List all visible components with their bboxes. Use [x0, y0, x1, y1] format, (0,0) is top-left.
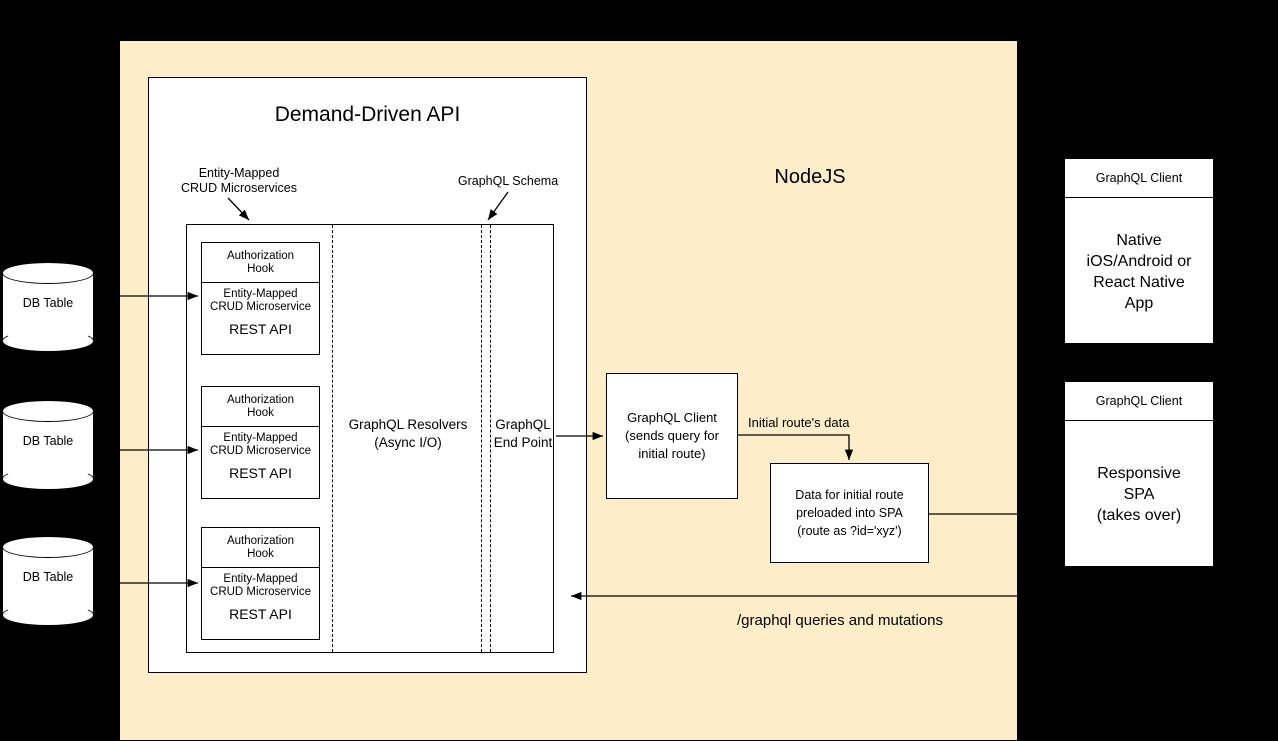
microservice-line1-1: Entity-Mapped	[223, 288, 298, 300]
native-line3: React Native	[1093, 273, 1185, 291]
client-card-native: GraphQL Client Native iOS/Android or Rea…	[1064, 158, 1214, 344]
auth-hook-line2-2: Hook	[247, 406, 274, 419]
client-header-spa: GraphQL Client	[1065, 382, 1213, 421]
graphql-client-flow-line1: GraphQL Client	[627, 410, 717, 425]
schema-divider-1	[332, 225, 333, 652]
microservice-line2-3: CRUD Microservice	[210, 586, 311, 598]
db-cylinder-top-2	[2, 400, 94, 422]
db-cylinder-top-1	[2, 262, 94, 284]
microservice-line1-2: Entity-Mapped	[223, 432, 298, 444]
client-body-spa-text: Responsive SPA (takes over)	[1097, 463, 1181, 526]
auth-hook-line2-1: Hook	[247, 262, 274, 275]
microservice-card-2: Authorization Hook Entity-Mapped CRUD Mi…	[201, 386, 320, 499]
db-cylinder-top-3	[2, 536, 94, 558]
spa-line3: (takes over)	[1096, 507, 1182, 524]
rest-api-label-3: REST API	[229, 606, 292, 622]
db-cylinder-mask-2	[3, 462, 93, 470]
auth-hook-line1-1: Authorization	[226, 249, 295, 262]
auth-hook-line1-3: Authorization	[226, 534, 295, 547]
graphql-client-flow-line2: (sends query for	[625, 428, 719, 443]
callout-microservices-line2: CRUD Microservices	[181, 181, 297, 195]
schema-divider-2	[481, 225, 482, 652]
spa-data-line1: Data for initial route	[795, 488, 904, 502]
db-cylinder-mask-1	[3, 324, 93, 332]
microservice-line1-3: Entity-Mapped	[223, 573, 298, 585]
db-table-label-2: DB Table	[22, 434, 74, 448]
nodejs-label: NodeJS	[774, 166, 846, 188]
resolvers-line1: GraphQL Resolvers	[348, 417, 468, 432]
client-body-spa: Responsive SPA (takes over)	[1065, 421, 1213, 568]
db-table-1: DB Table	[2, 262, 94, 352]
client-card-spa: GraphQL Client Responsive SPA (takes ove…	[1064, 381, 1214, 567]
graphql-client-flow-box: GraphQL Client (sends query for initial …	[606, 373, 738, 499]
auth-hook-label-2: Authorization Hook	[227, 394, 294, 420]
authorization-hook-2: Authorization Hook	[202, 387, 319, 427]
microservice-body-1: Entity-Mapped CRUD Microservice REST API	[202, 283, 319, 339]
page-title: Demand-Driven API	[274, 103, 461, 126]
spa-preloaded-data-box: Data for initial route preloaded into SP…	[770, 463, 929, 563]
rest-api-label-1: REST API	[229, 321, 292, 337]
graphql-client-flow-text: GraphQL Client (sends query for initial …	[625, 409, 719, 463]
auth-hook-label-3: Authorization Hook	[227, 535, 294, 561]
db-table-2: DB Table	[2, 400, 94, 490]
microservice-line2-2: CRUD Microservice	[210, 445, 311, 457]
native-line2: iOS/Android or	[1086, 252, 1192, 270]
endpoint-line1: GraphQL	[495, 417, 551, 432]
db-cylinder-bottom-3	[2, 604, 94, 626]
spa-line2: SPA	[1123, 486, 1155, 503]
graphql-queries-label: /graphql queries and mutations	[737, 612, 943, 629]
microservice-card-3: Authorization Hook Entity-Mapped CRUD Mi…	[201, 527, 320, 640]
spa-line1: Responsive	[1097, 465, 1181, 482]
spa-data-line3: (route as ?id='xyz')	[797, 524, 902, 538]
graphql-endpoint-label: GraphQL End Point	[492, 416, 554, 452]
graphql-resolvers-label: GraphQL Resolvers (Async I/O)	[335, 416, 481, 452]
spa-data-line2: preloaded into SPA	[796, 506, 903, 520]
microservice-body-3: Entity-Mapped CRUD Microservice REST API	[202, 568, 319, 624]
graphql-client-flow-line3: initial route)	[638, 446, 706, 461]
schema-divider-3	[490, 225, 491, 652]
callout-graphql-schema: GraphQL Schema	[457, 174, 559, 188]
client-body-native: Native iOS/Android or React Native App	[1065, 198, 1213, 345]
auth-hook-label-1: Authorization Hook	[227, 250, 294, 276]
db-cylinder-bottom-1	[2, 330, 94, 352]
db-table-3: DB Table	[2, 536, 94, 626]
resolvers-line2: (Async I/O)	[374, 435, 442, 450]
db-cylinder-bottom-2	[2, 468, 94, 490]
microservice-line2-1: CRUD Microservice	[210, 301, 311, 313]
native-line4: App	[1124, 294, 1154, 312]
rest-api-label-2: REST API	[229, 465, 292, 481]
authorization-hook-1: Authorization Hook	[202, 243, 319, 283]
endpoint-line2: End Point	[493, 435, 553, 450]
spa-preloaded-data-text: Data for initial route preloaded into SP…	[795, 486, 903, 540]
microservice-card-1: Authorization Hook Entity-Mapped CRUD Mi…	[201, 242, 320, 355]
authorization-hook-3: Authorization Hook	[202, 528, 319, 568]
initial-route-data-label: Initial route's data	[748, 415, 850, 430]
client-body-native-text: Native iOS/Android or React Native App	[1087, 230, 1192, 314]
db-table-label-3: DB Table	[22, 570, 74, 584]
db-table-label-1: DB Table	[22, 296, 74, 310]
callout-microservices-line1: Entity-Mapped	[198, 166, 280, 180]
auth-hook-line2-3: Hook	[247, 547, 274, 560]
db-cylinder-mask-3	[3, 598, 93, 606]
auth-hook-line1-2: Authorization	[226, 393, 295, 406]
microservice-body-2: Entity-Mapped CRUD Microservice REST API	[202, 427, 319, 483]
client-header-native: GraphQL Client	[1065, 159, 1213, 198]
callout-microservices: Entity-Mapped CRUD Microservices	[168, 166, 310, 196]
native-line1: Native	[1116, 231, 1162, 249]
